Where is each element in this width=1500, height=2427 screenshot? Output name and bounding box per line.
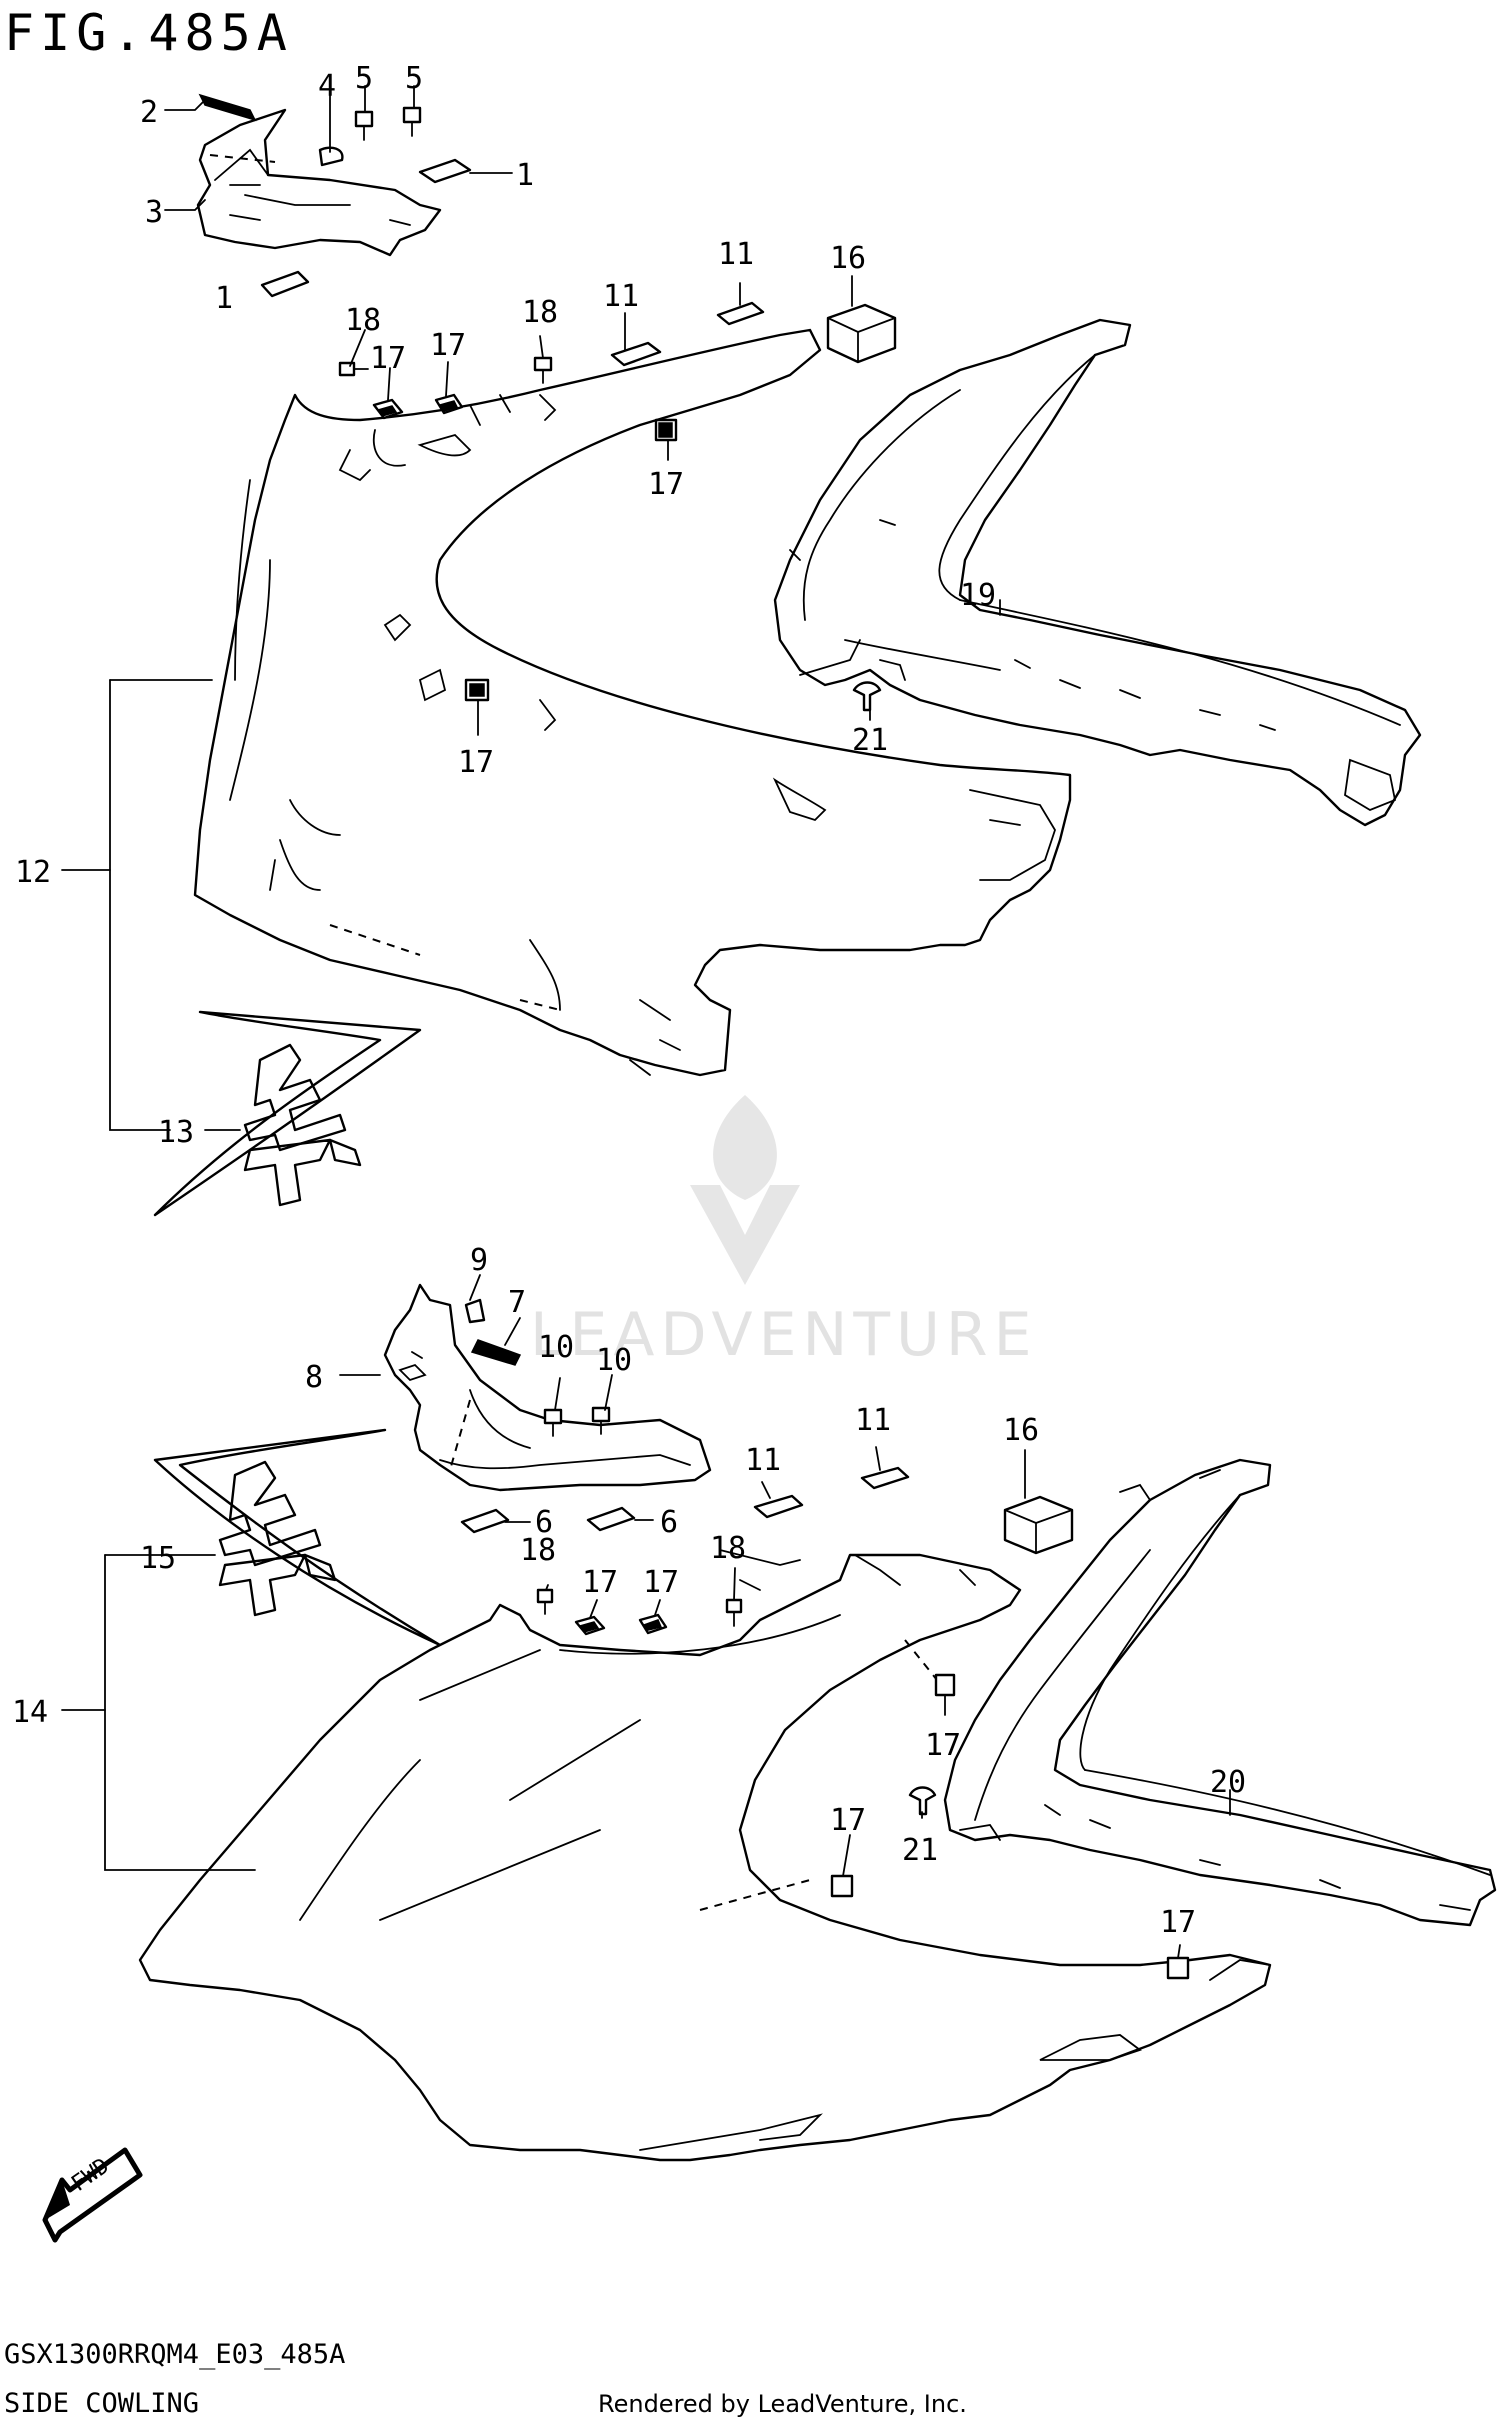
callout-21-a: 21 <box>852 723 888 758</box>
rendered-by: Rendered by LeadVenture, Inc. <box>598 2390 967 2418</box>
callout-13: 13 <box>158 1115 194 1150</box>
callout-17-d: 17 <box>458 745 494 780</box>
callout-1-b: 1 <box>215 281 233 316</box>
callout-18-d: 18 <box>710 1531 746 1566</box>
figure-title: FIG.485A <box>4 4 293 62</box>
fwd-arrow-icon: FWD <box>42 2147 143 2243</box>
callout-5-a: 5 <box>355 61 373 96</box>
callout-15: 15 <box>140 1541 176 1576</box>
part-2-strip[interactable] <box>198 93 257 122</box>
part-17-clip-h[interactable] <box>830 1874 854 1898</box>
callout-17-f: 17 <box>643 1565 679 1600</box>
part-14-lower-cowl[interactable] <box>138 1553 1272 2162</box>
part-17-clip-g[interactable] <box>934 1673 956 1697</box>
callout-21-b: 21 <box>902 1833 938 1868</box>
part-17-clip-d[interactable] <box>464 678 490 702</box>
leadventure-watermark: LEADVENTURE <box>530 1095 1038 1370</box>
v-logo-icon <box>690 1185 800 1285</box>
part-6-pad-a[interactable] <box>460 1508 510 1534</box>
part-15-emblem[interactable] <box>153 1428 442 1647</box>
part-10-screw-a[interactable] <box>543 1408 563 1437</box>
callout-14: 14 <box>12 1695 48 1730</box>
callout-1-a: 1 <box>516 158 534 193</box>
callout-17-i: 17 <box>1160 1905 1196 1940</box>
part-20-trim[interactable] <box>943 1458 1497 1927</box>
callout-17-c: 17 <box>648 467 684 502</box>
watermark-text: LEADVENTURE <box>530 1300 1038 1370</box>
callout-17-h: 17 <box>830 1803 866 1838</box>
callout-17-b: 17 <box>430 328 466 363</box>
part-6-pad-b[interactable] <box>586 1506 636 1532</box>
part-1-pad-b[interactable] <box>260 270 310 298</box>
part-4-clip[interactable] <box>318 146 344 167</box>
part-17-clip-e[interactable] <box>574 1615 606 1636</box>
part-1-pad-a[interactable] <box>418 158 472 184</box>
callout-2: 2 <box>140 95 158 130</box>
part-21-rivet-b[interactable] <box>908 1786 937 1816</box>
part-17-clip-c[interactable] <box>654 418 678 442</box>
callout-7: 7 <box>508 1285 526 1320</box>
callout-20: 20 <box>1210 1765 1246 1800</box>
callout-6-b: 6 <box>660 1505 678 1540</box>
part-8-bracket[interactable] <box>383 1283 712 1492</box>
callout-11-c: 11 <box>745 1443 781 1478</box>
part-18-screw-a[interactable] <box>338 361 369 377</box>
part-5-screw-b[interactable] <box>402 106 422 137</box>
part-5-screw-a[interactable] <box>354 110 374 141</box>
part-19-trim[interactable] <box>773 318 1422 827</box>
callout-17-e: 17 <box>582 1565 618 1600</box>
flame-icon <box>713 1095 777 1200</box>
part-18-screw-c[interactable] <box>536 1588 554 1615</box>
part-16-block-bottom[interactable] <box>1003 1495 1074 1555</box>
part-11-pad-a[interactable] <box>610 341 662 367</box>
callout-10-b: 10 <box>596 1343 632 1378</box>
leader-lines <box>61 77 1231 1959</box>
callout-10-a: 10 <box>538 1330 574 1365</box>
callout-12: 12 <box>15 855 51 890</box>
part-11-pad-b[interactable] <box>716 301 765 326</box>
callout-17-a: 17 <box>370 341 406 376</box>
model-code: GSX1300RRQM4_E03_485A <box>4 2339 345 2370</box>
part-17-clip-a[interactable] <box>372 398 404 420</box>
callout-numbers: 1 1 2 3 4 5 5 18 17 17 18 11 11 16 17 17… <box>12 61 1246 1940</box>
callout-4: 4 <box>318 69 336 104</box>
part-12-side-cowl[interactable] <box>193 328 1072 1077</box>
part-9-clip[interactable] <box>464 1298 486 1324</box>
part-16-block-top[interactable] <box>826 303 897 364</box>
callout-18-b: 18 <box>522 295 558 330</box>
callout-11-b: 11 <box>718 237 754 272</box>
part-11-pad-c[interactable] <box>753 1494 804 1519</box>
part-21-rivet-a[interactable] <box>852 681 882 712</box>
callout-18-c: 18 <box>520 1533 556 1568</box>
part-3-bracket[interactable] <box>196 108 442 257</box>
callout-19: 19 <box>960 578 996 613</box>
callout-17-g: 17 <box>925 1728 961 1763</box>
section-name: SIDE COWLING <box>4 2388 199 2419</box>
part-11-pad-d[interactable] <box>860 1466 910 1490</box>
callout-16-a: 16 <box>830 241 866 276</box>
callout-8: 8 <box>305 1360 323 1395</box>
part-10-screw-b[interactable] <box>591 1406 611 1435</box>
part-7-strip[interactable] <box>470 1339 522 1366</box>
callout-3: 3 <box>145 195 163 230</box>
part-13-emblem[interactable] <box>153 1010 422 1217</box>
callout-9: 9 <box>470 1243 488 1278</box>
callout-16-b: 16 <box>1003 1413 1039 1448</box>
callout-11-d: 11 <box>855 1403 891 1438</box>
part-17-clip-b[interactable] <box>434 393 464 415</box>
part-18-screw-d[interactable] <box>725 1598 743 1627</box>
part-17-clip-f[interactable] <box>638 1613 668 1635</box>
callout-11-a: 11 <box>603 279 639 314</box>
part-17-clip-i[interactable] <box>1166 1956 1190 1980</box>
callout-6-a: 6 <box>535 1505 553 1540</box>
callout-5-b: 5 <box>405 61 423 96</box>
callout-18-a: 18 <box>345 303 381 338</box>
part-18-screw-b[interactable] <box>533 356 553 384</box>
